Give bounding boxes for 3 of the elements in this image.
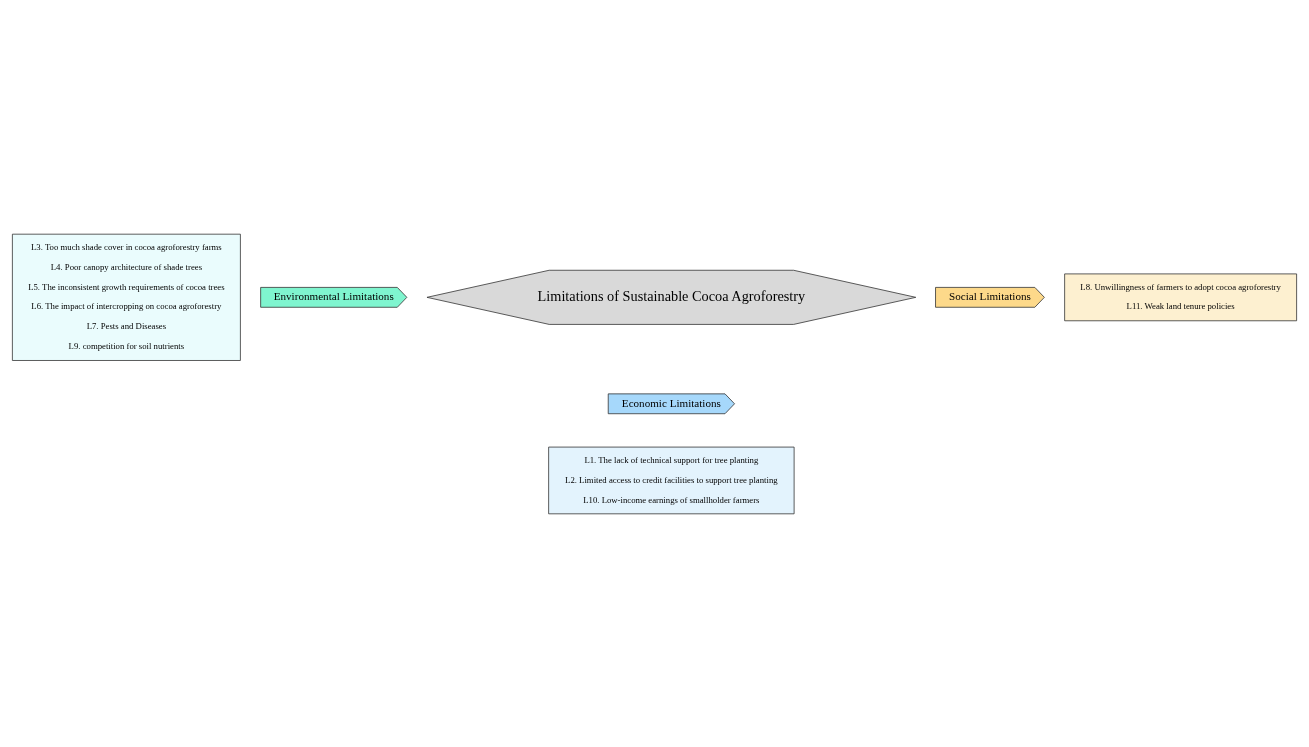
node-box: L1. The lack of technical support for tree planting L2. Limited access to credit facilities to support tree planting L10. Low-income earnings of smallholder farmers <box>548 446 795 514</box>
node-box: L3. Too much shade cover in cocoa agroforestry farms L4. Poor canopy architecture of shade trees L5. The inconsistent growth requirements of cocoa trees L6. The impact of intercropping on cocoa agroforestry L7. Pests and Diseases L9. competition for soil nutrients <box>12 233 241 361</box>
node-box: L8. Unwillingness of farmers to adopt cocoa agroforestry L11. Weak land tenure policies <box>1064 273 1297 321</box>
